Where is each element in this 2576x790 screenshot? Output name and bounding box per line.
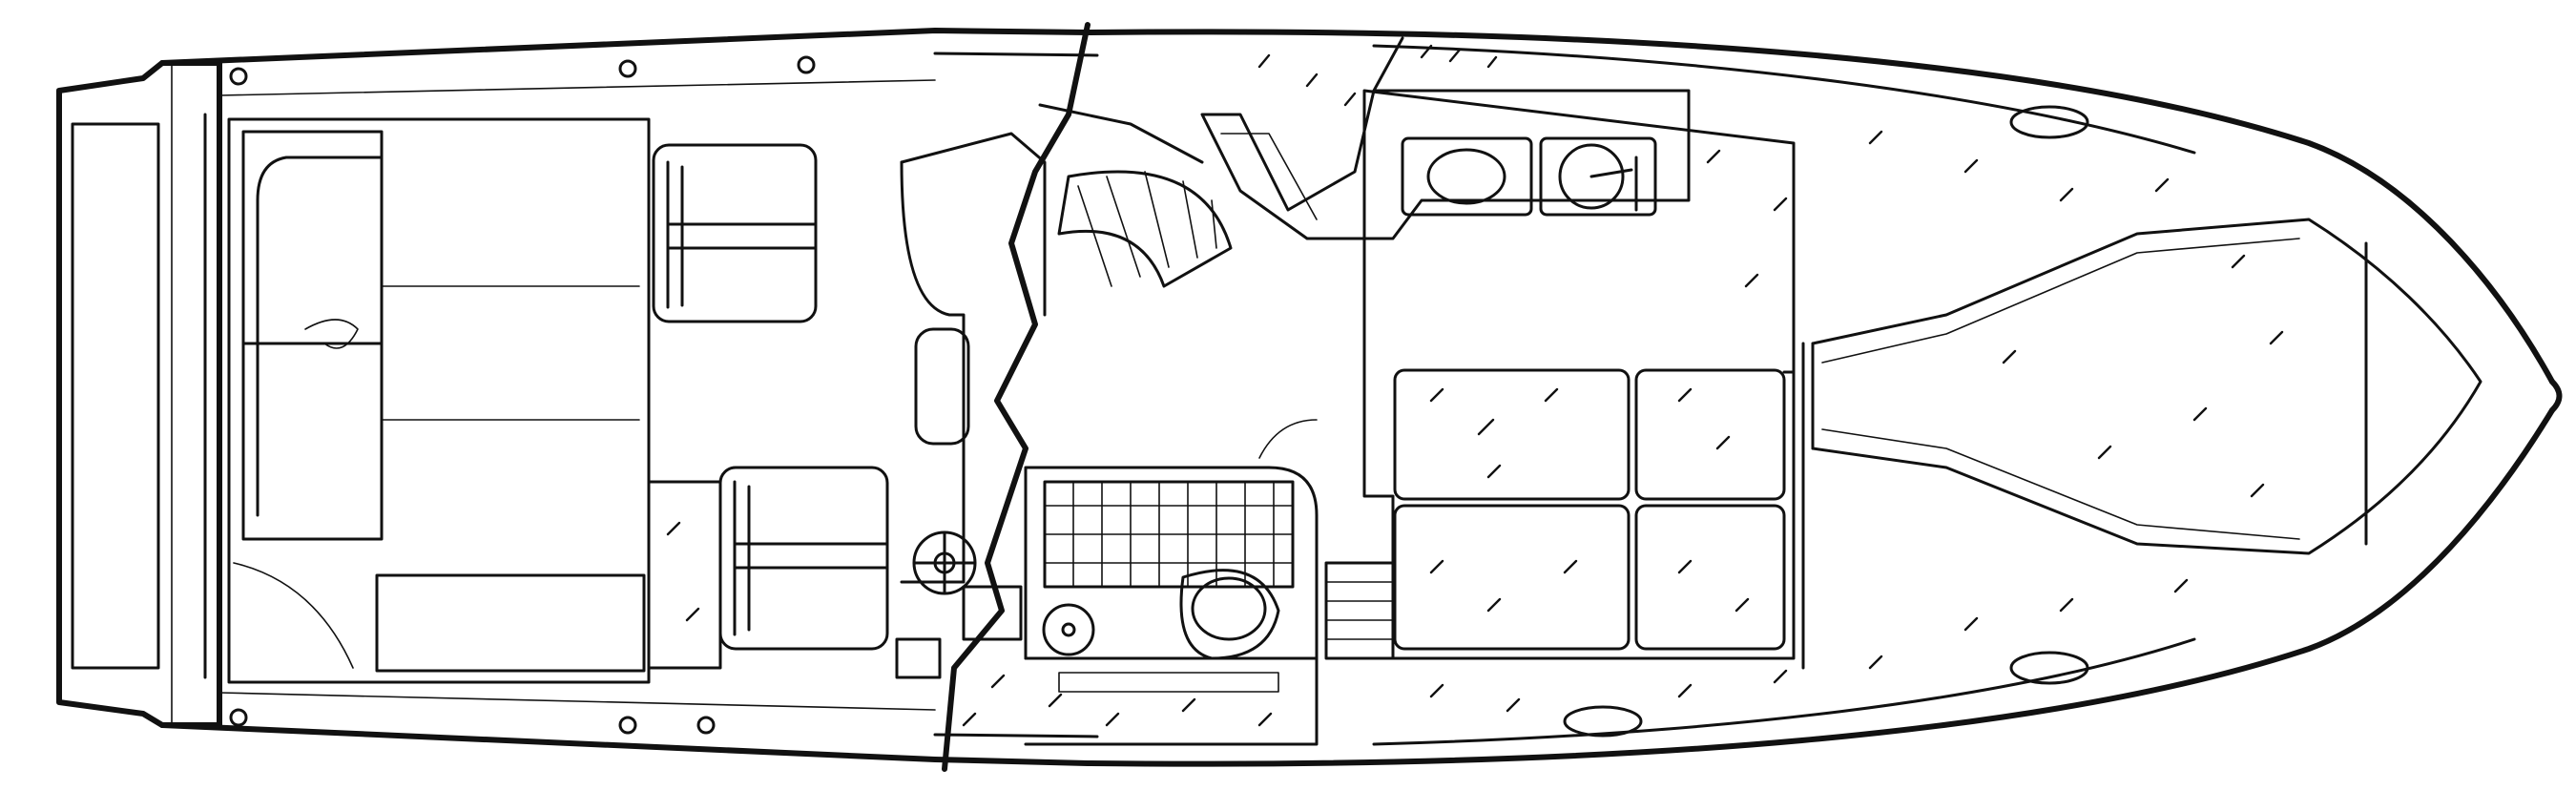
head-shower-floor [1043, 480, 1295, 589]
steering-wheel [912, 530, 977, 595]
galley-counter [1200, 36, 1691, 240]
cockpit [227, 117, 651, 684]
galley-stove [1401, 136, 1533, 217]
helm-area [647, 132, 1047, 679]
swim-platform [56, 60, 222, 728]
galley-sink [1539, 136, 1657, 217]
hatch-forward-upper [2009, 105, 2089, 139]
hatch-forward-lower [2009, 651, 2089, 685]
cockpit-bench-seat [241, 130, 384, 541]
head-compartment [1024, 419, 1395, 746]
v-berth [1811, 218, 2483, 555]
helm-seat [652, 143, 818, 323]
dinette [1362, 89, 1805, 670]
hull-outline [159, 28, 2563, 767]
toilet [1179, 569, 1280, 660]
section-cut-line [942, 22, 1091, 772]
companion-seat [647, 466, 889, 670]
head-sink [1042, 603, 1095, 656]
companionway-stairs [1038, 103, 1233, 288]
deck-hatches [229, 55, 2089, 738]
surface-shading [666, 44, 2284, 727]
hatch-cabin-lower [1563, 705, 1643, 738]
